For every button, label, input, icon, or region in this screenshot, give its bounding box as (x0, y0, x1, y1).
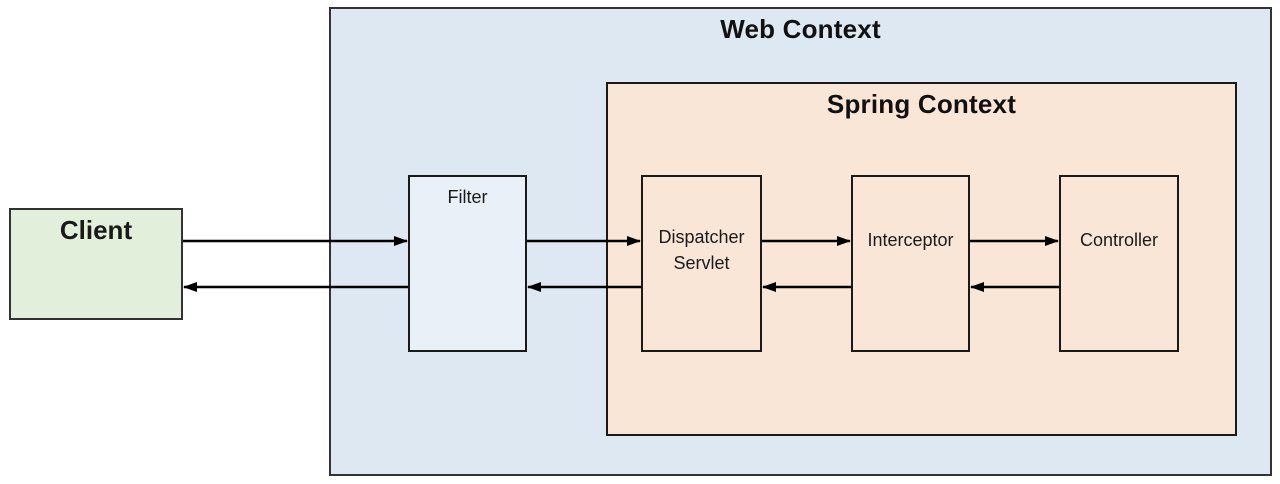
spring-context-box: Spring Context Dispatcher Servlet Interc… (606, 82, 1237, 436)
filter-label: Filter (447, 187, 488, 207)
client-node: Client (9, 208, 183, 320)
spring-context-title: Spring Context (826, 89, 1017, 119)
dispatcher-servlet-label: Dispatcher Servlet (658, 227, 745, 273)
filter-node: Filter (408, 175, 527, 352)
web-context-box: Web Context Filter Spring Context Dispat… (329, 7, 1272, 476)
dispatcher-servlet-node: Dispatcher Servlet (641, 175, 762, 352)
interceptor-label: Interceptor (867, 230, 954, 250)
client-label: Client (59, 215, 133, 245)
controller-label: Controller (1079, 230, 1159, 250)
controller-node: Controller (1059, 175, 1179, 352)
interceptor-node: Interceptor (851, 175, 970, 352)
web-context-title: Web Context (720, 14, 881, 44)
